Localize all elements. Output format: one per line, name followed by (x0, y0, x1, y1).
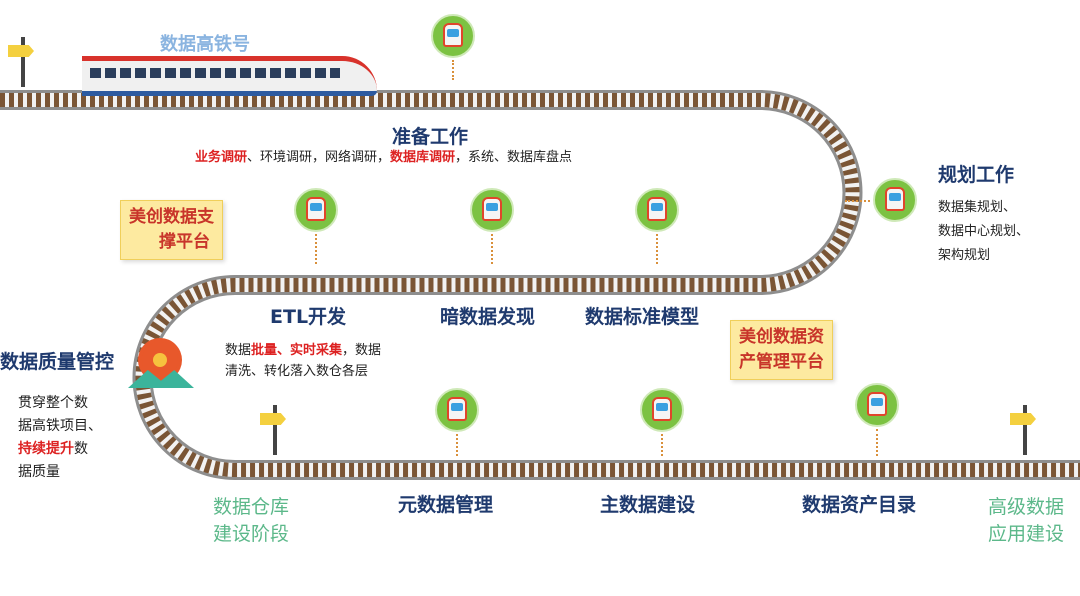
asset-catalog-title: 数据资产目录 (802, 494, 917, 516)
prep-title: 准备工作 (392, 126, 469, 148)
plan-title: 规划工作 (938, 164, 1015, 186)
etl-text: 清洗、转化落入数仓各层 (225, 364, 369, 379)
signpost-icon (1010, 405, 1040, 455)
stage-text: 应用建设 (988, 523, 1065, 545)
etl-description: 数据批量、实时采集，数据 清洗、转化落入数仓各层 (225, 340, 381, 382)
callout-text: 产管理平台 (739, 352, 824, 372)
prep-description: 业务调研、环境调研，网络调研，数据库调研，系统、数据库盘点 (195, 147, 572, 168)
pin-stem (452, 60, 456, 80)
train-label: 数据高铁号 (160, 34, 250, 55)
stage-text: 高级数据 (988, 496, 1065, 518)
callout-support-platform: 美创数据支 撑平台 (120, 200, 223, 260)
callout-text: 美创数据资 (739, 327, 824, 347)
pin-stem (876, 429, 880, 456)
quality-highlight: 持续提升 (18, 441, 74, 457)
stage-text: 数据仓库 (213, 496, 290, 518)
pin-stem (656, 234, 660, 264)
etl-text: ，数据 (342, 343, 382, 358)
quality-title: 数据质量管控 (0, 351, 115, 373)
stage-advanced-label: 高级数据 应用建设 (988, 494, 1064, 548)
signpost-icon (8, 37, 38, 87)
plan-description: 数据集规划、 数据中心规划、 架构规划 (938, 196, 1029, 268)
train-pin-icon (435, 388, 479, 432)
pin-stem (661, 434, 665, 456)
train-pin-icon (873, 178, 917, 222)
prep-text: 、环境调研，网络调研， (247, 150, 391, 165)
callout-asset-platform: 美创数据资 产管理平台 (730, 320, 833, 380)
pin-stem (456, 434, 460, 456)
stage-text: 建设阶段 (213, 523, 290, 545)
train-pin-icon (431, 14, 475, 58)
prep-highlight: 业务调研 (195, 150, 248, 165)
prep-highlight: 数据库调研 (390, 150, 456, 165)
train-pin-icon (470, 188, 514, 232)
plan-item: 数据集规划、 (938, 200, 1017, 215)
quality-text: 贯穿整个数 (18, 395, 88, 411)
etl-title: ETL开发 (270, 306, 347, 328)
high-speed-train-icon (82, 56, 377, 98)
quality-text: 数 (74, 441, 88, 457)
metadata-title: 元数据管理 (398, 494, 494, 516)
standard-model-title: 数据标准模型 (585, 306, 700, 328)
dark-data-title: 暗数据发现 (440, 306, 536, 328)
pin-stem (845, 200, 870, 204)
train-pin-icon (635, 188, 679, 232)
plan-item: 数据中心规划、 (938, 224, 1030, 239)
prep-text: ，系统、数据库盘点 (455, 150, 573, 165)
plan-item: 架构规划 (938, 248, 991, 263)
train-pin-icon (640, 388, 684, 432)
etl-highlight: 批量、实时采集 (251, 343, 343, 358)
quality-description: 贯穿整个数 据高铁项目、 持续提升数 据质量 (18, 392, 102, 484)
etl-text: 数据 (225, 343, 252, 358)
quality-text: 据高铁项目、 (18, 418, 102, 434)
signpost-icon (260, 405, 290, 455)
stage-warehouse-label: 数据仓库 建设阶段 (213, 494, 289, 548)
train-pin-icon (294, 188, 338, 232)
pin-stem (315, 234, 319, 264)
callout-text: 撑平台 (159, 232, 210, 252)
callout-text: 美创数据支 (129, 207, 214, 227)
master-data-title: 主数据建设 (600, 494, 696, 516)
train-pin-icon (855, 383, 899, 427)
pin-stem (491, 234, 495, 264)
quality-text: 据质量 (18, 464, 60, 480)
